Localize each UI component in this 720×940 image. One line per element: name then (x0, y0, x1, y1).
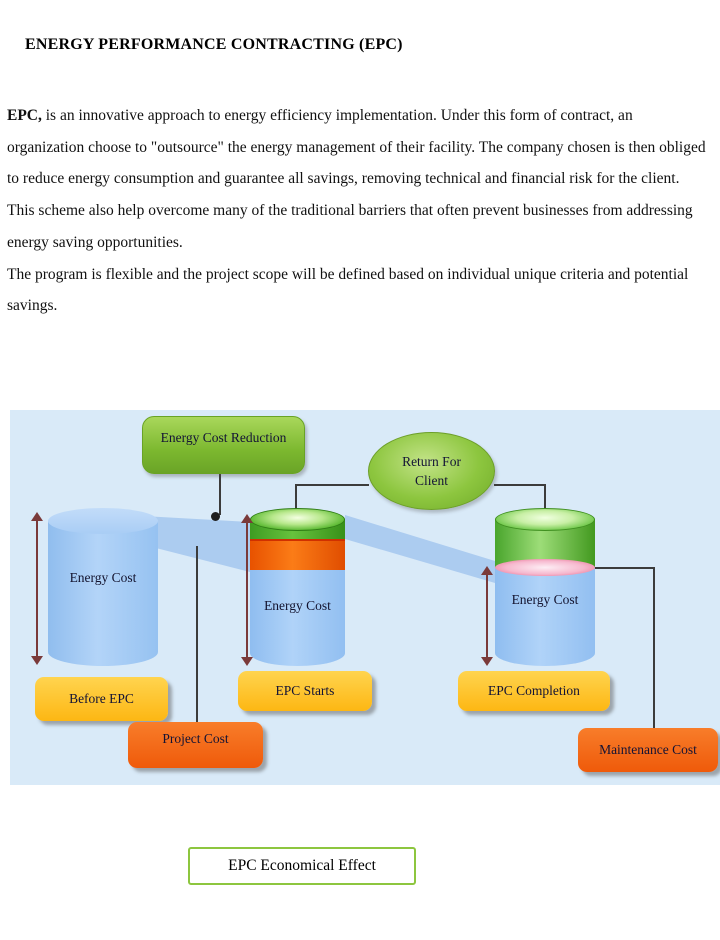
arrow-shaft (246, 520, 248, 660)
arrowhead-up-icon (241, 514, 253, 523)
connector-energy-cost-reduction (219, 474, 221, 515)
arrowhead-down-icon (31, 656, 43, 665)
blue-energy-cost-segment (495, 568, 595, 666)
body-text: EPC, is an innovative approach to energy… (7, 100, 707, 322)
connector-return-right-horizontal (494, 484, 546, 486)
pink-boundary-ellipse (495, 559, 595, 576)
maintenance-cost-label: Maintenance Cost (599, 742, 697, 757)
paragraph-1-rest: is an innovative approach to energy effi… (7, 107, 706, 188)
paragraph-1: EPC, is an innovative approach to energy… (7, 100, 707, 195)
connector-dot (211, 512, 220, 521)
cylinder-green-cap (250, 508, 345, 531)
epc-starts-box: EPC Starts (238, 671, 372, 711)
paragraph-3: The program is flexible and the project … (7, 265, 689, 315)
energy-cost-reduction-box: Energy Cost Reduction (142, 416, 305, 474)
cylinder-before-epc: Energy Cost (48, 508, 158, 666)
double-arrow-middle-icon (241, 514, 253, 666)
cylinder-body (48, 521, 158, 666)
arrowhead-up-icon (31, 512, 43, 521)
cylinder-epc-completion: Energy Cost (495, 508, 595, 666)
cylinder-epc-starts: Energy Cost (250, 508, 345, 666)
cylinder-top-ellipse (48, 508, 158, 534)
diagram-caption: EPC Economical Effect (228, 857, 376, 874)
paragraph-2: This scheme also help overcome many of t… (7, 202, 693, 251)
page-title: ENERGY PERFORMANCE CONTRACTING (EPC) (25, 36, 403, 53)
return-for-client-ellipse: Return For Client (368, 432, 495, 510)
connector-return-left-horizontal (295, 484, 369, 486)
double-arrow-right-icon (481, 566, 493, 666)
project-cost-box: Project Cost (128, 722, 263, 768)
connector-maintenance-cost-vertical (653, 567, 655, 728)
connector-return-right-vertical (544, 484, 546, 511)
beam-middle-to-right (345, 515, 495, 583)
cylinder-left-label: Energy Cost (69, 570, 137, 585)
energy-cost-reduction-label: Energy Cost Reduction (160, 430, 287, 445)
project-cost-label: Project Cost (162, 731, 229, 746)
double-arrow-left-icon (31, 512, 43, 665)
before-epc-label: Before EPC (69, 691, 134, 706)
return-for-client-line2: Client (415, 473, 448, 488)
arrowhead-down-icon (481, 657, 493, 666)
cylinder-green-cap (495, 508, 595, 531)
cylinder-middle-label: Energy Cost (264, 598, 331, 613)
diagram-caption-box: EPC Economical Effect (188, 847, 416, 885)
maintenance-cost-box: Maintenance Cost (578, 728, 718, 772)
epc-diagram: Energy Cost Reduction Return For Client … (10, 410, 720, 785)
arrow-shaft (486, 572, 488, 660)
blue-energy-cost-segment (250, 570, 345, 666)
arrowhead-up-icon (481, 566, 493, 575)
return-for-client-line1: Return For (402, 454, 461, 469)
connector-return-left-vertical (295, 484, 297, 511)
epc-completion-box: EPC Completion (458, 671, 610, 711)
connector-maintenance-cost-horizontal (595, 567, 655, 569)
connector-project-cost (196, 546, 198, 722)
paragraph-1-lead: EPC, (7, 107, 42, 124)
arrow-shaft (36, 518, 38, 659)
arrowhead-down-icon (241, 657, 253, 666)
before-epc-box: Before EPC (35, 677, 168, 721)
cylinder-right-label: Energy Cost (511, 592, 579, 607)
epc-starts-label: EPC Starts (275, 683, 335, 698)
orange-project-cost-segment (250, 539, 345, 570)
epc-completion-label: EPC Completion (488, 683, 580, 698)
